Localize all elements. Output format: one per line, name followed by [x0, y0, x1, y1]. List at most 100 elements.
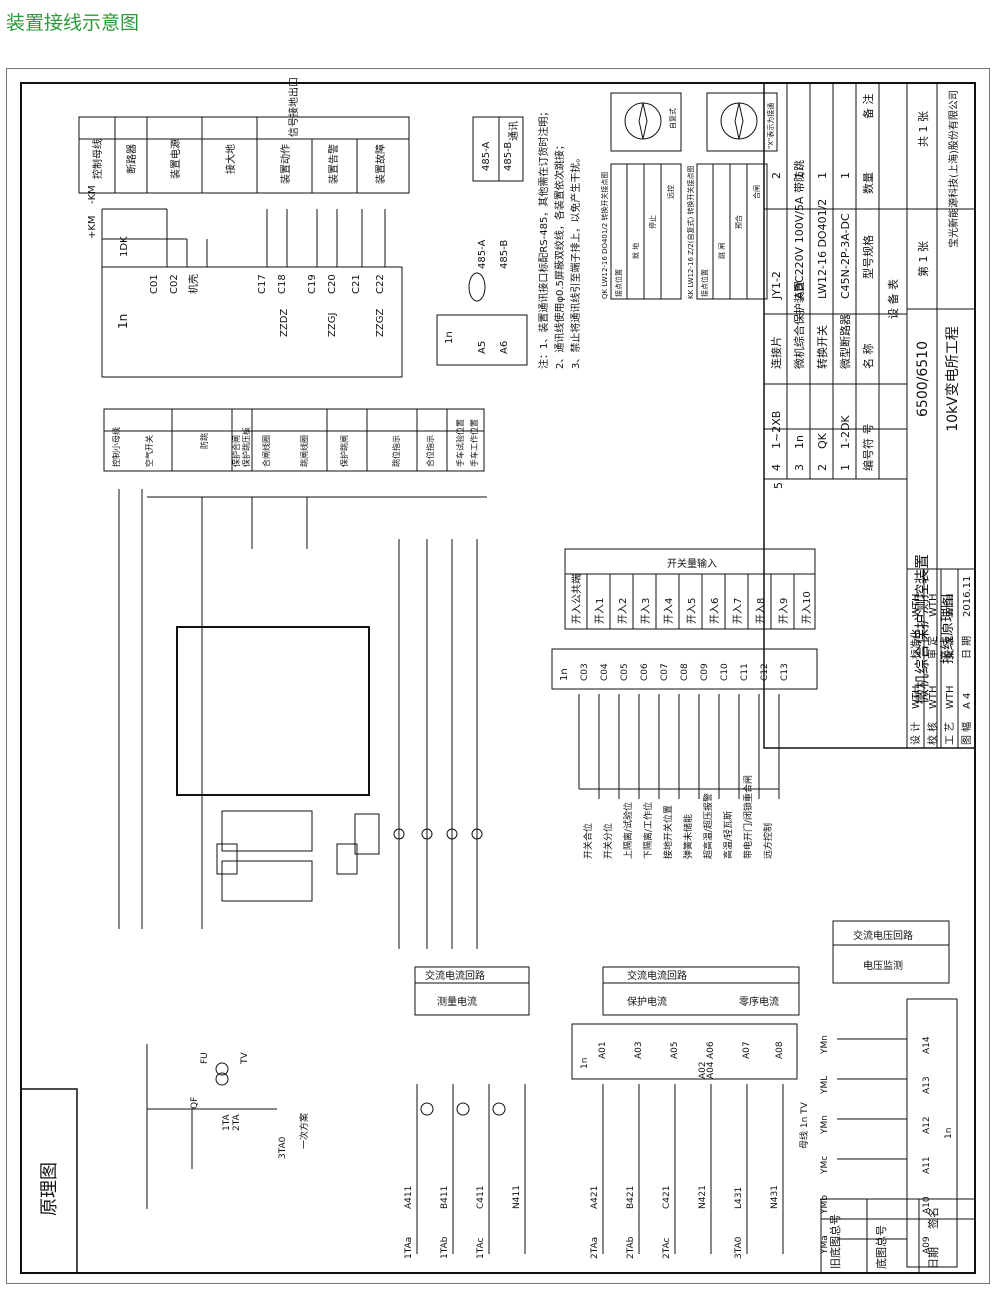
- product-line1: 微机综合保护测控装置: [913, 554, 931, 704]
- svg-text:C12: C12: [760, 663, 770, 681]
- svg-text:YMa: YMa: [820, 1235, 830, 1255]
- current-labels: 交流电流回路 测量电流 交流电流回路 保护电流 零序电流: [425, 969, 779, 1008]
- svg-text:停止: 停止: [648, 215, 657, 229]
- current-terminals: 1n A01 A02 A03 A04 A05 A06 A07 A08: [580, 1041, 785, 1079]
- control-labels: 控制小母线 空气开关 防跳 保护合闸 保护跳压板 合闸线圈 跳闸线圈 保护跳闸 …: [111, 419, 479, 467]
- svg-text:A14: A14: [922, 1036, 932, 1054]
- primary-labels: QF FU TV 1TA 2TA 3TA0 一次方案: [190, 1052, 310, 1159]
- svg-text:手车工作位置: 手车工作位置: [469, 419, 479, 467]
- svg-text:开入4: 开入4: [664, 598, 675, 624]
- svg-text:备 注: 备 注: [861, 94, 875, 120]
- svg-text:手车试验位置: 手车试验位置: [455, 419, 465, 467]
- svg-text:A411: A411: [404, 1186, 414, 1209]
- svg-text:485-B: 485-B: [499, 240, 510, 269]
- svg-text:微机综合保护装置: 微机综合保护装置: [792, 281, 806, 369]
- svg-text:A 4: A 4: [962, 693, 973, 709]
- svg-text:YMn: YMn: [820, 1035, 830, 1055]
- ct-labels: 1TAa 1TAb 1TAc 2TAa 2TAb 2TAc 3TA0 A411 …: [404, 1185, 780, 1259]
- svg-text:1DK: 1DK: [119, 236, 130, 257]
- svg-text:C17: C17: [257, 274, 268, 294]
- svg-text:审 定: 审 定: [926, 636, 939, 659]
- svg-text:信号接地出口: 信号接地出口: [287, 77, 300, 137]
- svg-text:WTH: WTH: [945, 593, 956, 617]
- svg-text:WTH: WTH: [911, 593, 922, 617]
- svg-text:WTH: WTH: [928, 685, 939, 709]
- svg-text:YML: YML: [820, 1076, 830, 1095]
- svg-text:C08: C08: [680, 663, 690, 681]
- voltage-terminal-box: [906, 998, 958, 1268]
- svg-text:型号规格: 型号规格: [861, 235, 875, 279]
- svg-text:编号: 编号: [861, 449, 875, 471]
- qk-table: [610, 163, 768, 300]
- svg-text:A11: A11: [922, 1156, 932, 1174]
- svg-text:C03: C03: [580, 663, 590, 681]
- svg-text:交流电流回路: 交流电流回路: [425, 969, 485, 982]
- svg-text:零序电流: 零序电流: [739, 995, 779, 1008]
- svg-text:弹簧未储能: 弹簧未储能: [682, 814, 694, 859]
- control-wiring: [118, 489, 487, 949]
- svg-text:A06: A06: [706, 1041, 716, 1059]
- svg-text:+KM: +KM: [87, 215, 98, 239]
- top-group-labels: 控制母线 断路器 装置电源 接大地 信号接地出口 装置动作 装置告警 装置故障 …: [87, 77, 387, 337]
- svg-text:C19: C19: [307, 274, 318, 294]
- svg-text:1n: 1n: [559, 668, 570, 681]
- svg-text:名 称: 名 称: [861, 344, 875, 370]
- svg-text:设 备 表: 设 备 表: [886, 279, 900, 319]
- switch-input-labels: 开关量输入 开入公共端 开入1 开入2 开入3 开入4 开入5 开入6 开入7 …: [559, 557, 813, 681]
- svg-text:交流电压回路: 交流电压回路: [853, 929, 913, 942]
- svg-text:1n: 1n: [944, 1128, 954, 1139]
- svg-text:签名: 签名: [926, 1207, 940, 1229]
- svg-text:设 计: 设 计: [909, 722, 922, 745]
- svg-text:C11: C11: [740, 663, 750, 681]
- svg-text:开入8: 开入8: [756, 598, 767, 624]
- svg-text:开关分位: 开关分位: [602, 823, 614, 859]
- svg-text:C06: C06: [640, 663, 650, 681]
- voltage-text: 交流电压回路 电压监测: [853, 929, 913, 972]
- svg-text:C22: C22: [375, 274, 386, 294]
- svg-text:1: 1: [816, 172, 829, 179]
- svg-text:A03: A03: [634, 1041, 644, 1059]
- top-group-boxes: [78, 116, 410, 378]
- svg-text:KK LW12-16 Z/2(自复式) 转换开关接点图: KK LW12-16 Z/2(自复式) 转换开关接点图: [686, 166, 695, 299]
- svg-text:一次方案: 一次方案: [298, 1113, 310, 1149]
- svg-text:校 核: 校 核: [926, 722, 939, 745]
- svg-text:YMc: YMc: [820, 1156, 830, 1175]
- svg-text:2: 2: [770, 172, 783, 179]
- svg-text:转换开关: 转换开关: [815, 325, 829, 369]
- notes: 注：1、装置通讯接口标配RS-485，其他需在订货时注明； 2、通讯线使用φ0.…: [537, 107, 582, 369]
- svg-text:接点位置: 接点位置: [614, 269, 623, 297]
- svg-text:C09: C09: [700, 663, 710, 681]
- svg-text:JY1-2: JY1-2: [770, 271, 783, 300]
- svg-text:C02: C02: [169, 274, 180, 294]
- page-header: 装置接线示意图: [6, 12, 140, 34]
- svg-text:C07: C07: [660, 663, 670, 681]
- svg-text:远方控制: 远方控制: [762, 823, 774, 859]
- svg-text:1~2XB: 1~2XB: [770, 411, 783, 449]
- svg-text:1TAc: 1TAc: [476, 1237, 486, 1259]
- svg-text:旧底图总号: 旧底图总号: [828, 1214, 842, 1269]
- svg-text:485-A: 485-A: [477, 240, 488, 269]
- svg-text:开入7: 开入7: [733, 598, 744, 624]
- svg-text:保护跳压板: 保护跳压板: [241, 427, 251, 467]
- svg-text:C10: C10: [720, 663, 730, 681]
- svg-text:装置电源: 装置电源: [169, 139, 182, 179]
- schematic-diagram: 微机综合保护测控装置 接线原理图 6500/6510 10kV变电所工程 宝光新…: [20, 77, 976, 1274]
- svg-text:就 地: 就 地: [631, 243, 640, 259]
- svg-text:日期: 日期: [927, 1247, 940, 1269]
- svg-text:图 幅: 图 幅: [960, 722, 973, 745]
- svg-text:下隔离/工作位: 下隔离/工作位: [642, 802, 654, 859]
- svg-text:装置故障: 装置故障: [374, 144, 387, 184]
- svg-text:-KM: -KM: [87, 185, 98, 204]
- svg-text:2TAa: 2TAa: [590, 1237, 600, 1259]
- svg-text:高温/轻瓦斯: 高温/轻瓦斯: [722, 811, 734, 859]
- svg-text:开入5: 开入5: [687, 598, 698, 624]
- svg-text:保护电流: 保护电流: [627, 995, 667, 1008]
- svg-text:C18: C18: [277, 274, 288, 294]
- svg-text:装置动作: 装置动作: [279, 144, 292, 184]
- svg-text:微型断路器: 微型断路器: [838, 314, 852, 369]
- signature-rows: 设 计 校 核 工 艺 图 幅 WTH WTH WTH A 4 标准化 审 定 …: [909, 576, 973, 745]
- svg-text:QK: QK: [816, 432, 829, 449]
- svg-text:1: 1: [793, 172, 806, 179]
- svg-text:A5: A5: [477, 341, 488, 354]
- qk-table-text: QK LW12-16 DO401/2 转换开关接点图 KK LW12-16 Z/…: [600, 103, 775, 299]
